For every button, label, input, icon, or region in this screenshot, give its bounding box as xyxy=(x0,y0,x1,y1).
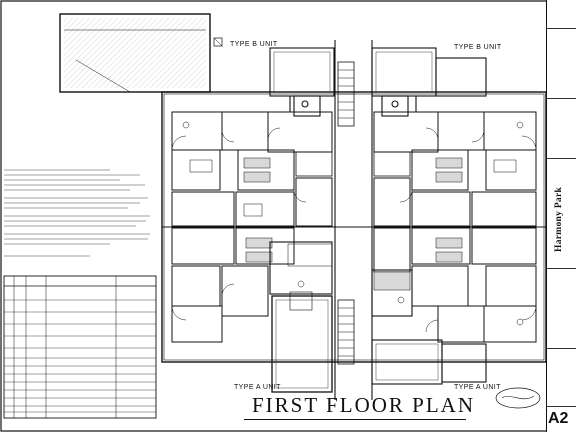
tb-cell-project xyxy=(547,158,576,269)
drawing-title: FIRST FLOOR PLAN xyxy=(252,393,475,417)
unit-b-left-master-wing xyxy=(269,47,335,117)
unit-a-right-master-wing xyxy=(371,269,487,385)
project-name: Harmony Park xyxy=(554,186,564,252)
unit-b-right-interior xyxy=(373,111,537,227)
unit-b-right-master-wing xyxy=(371,47,487,117)
tb-cell-address xyxy=(547,98,576,159)
tb-cell-dates xyxy=(547,348,576,407)
unit-label-type-a-right: TYPE A UNIT xyxy=(454,384,501,391)
title-block xyxy=(546,0,576,432)
unit-a-left-interior xyxy=(171,227,295,343)
tb-cell-firm xyxy=(547,28,576,99)
designer-seal xyxy=(495,387,541,409)
door-window-schedule xyxy=(3,275,157,419)
title-underline xyxy=(244,419,466,420)
tb-cell-owner xyxy=(547,268,576,349)
unit-label-type-b-left: TYPE B UNIT xyxy=(230,41,278,48)
unit-label-type-a-left: TYPE A UNIT xyxy=(234,384,281,391)
unit-b-left-interior xyxy=(171,111,333,227)
unit-label-type-b-right: TYPE B UNIT xyxy=(454,44,502,51)
central-stair xyxy=(337,61,355,365)
unit-a-left-lower-wing xyxy=(269,241,333,393)
general-notes xyxy=(4,169,150,257)
sheet-number: A2 xyxy=(548,410,569,427)
garage xyxy=(59,13,223,93)
tb-cell-revisions xyxy=(547,0,576,29)
